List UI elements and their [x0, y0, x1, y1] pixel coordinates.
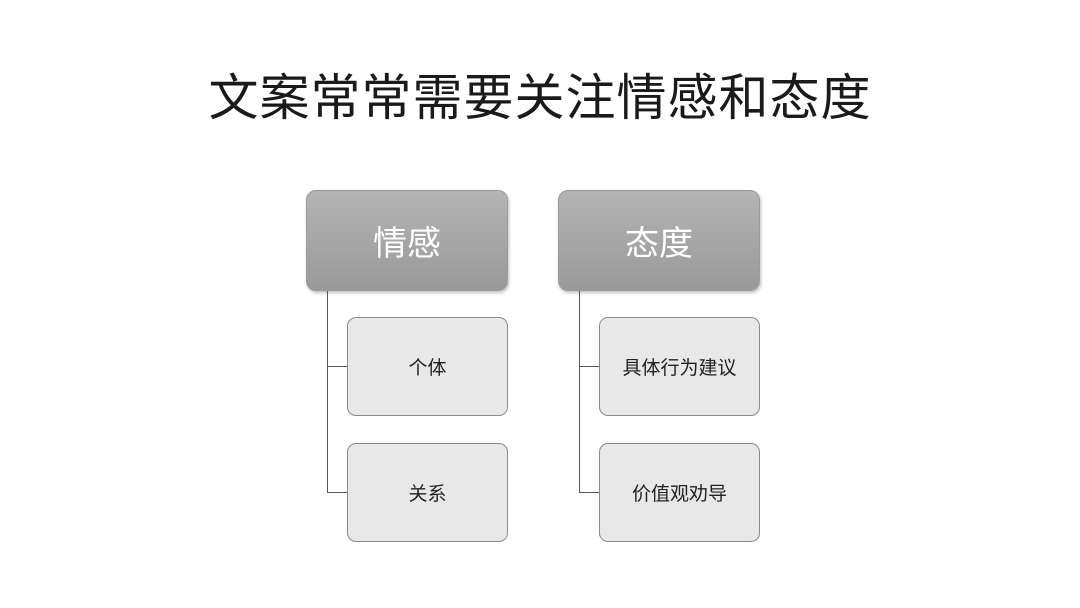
connector-vertical [579, 291, 580, 493]
connector-branch [327, 492, 347, 493]
child-box-individual: 个体 [347, 317, 508, 416]
connector-vertical [327, 291, 328, 493]
header-box-attitude: 态度 [558, 190, 760, 291]
header-box-emotion: 情感 [306, 190, 508, 291]
connector-branch [579, 366, 599, 367]
child-box-behavior-advice: 具体行为建议 [599, 317, 760, 416]
connector-branch [579, 492, 599, 493]
child-box-values-persuasion: 价值观劝导 [599, 443, 760, 542]
slide-title: 文案常常需要关注情感和态度 [208, 69, 872, 127]
child-box-relationship: 关系 [347, 443, 508, 542]
connector-branch [327, 366, 347, 367]
